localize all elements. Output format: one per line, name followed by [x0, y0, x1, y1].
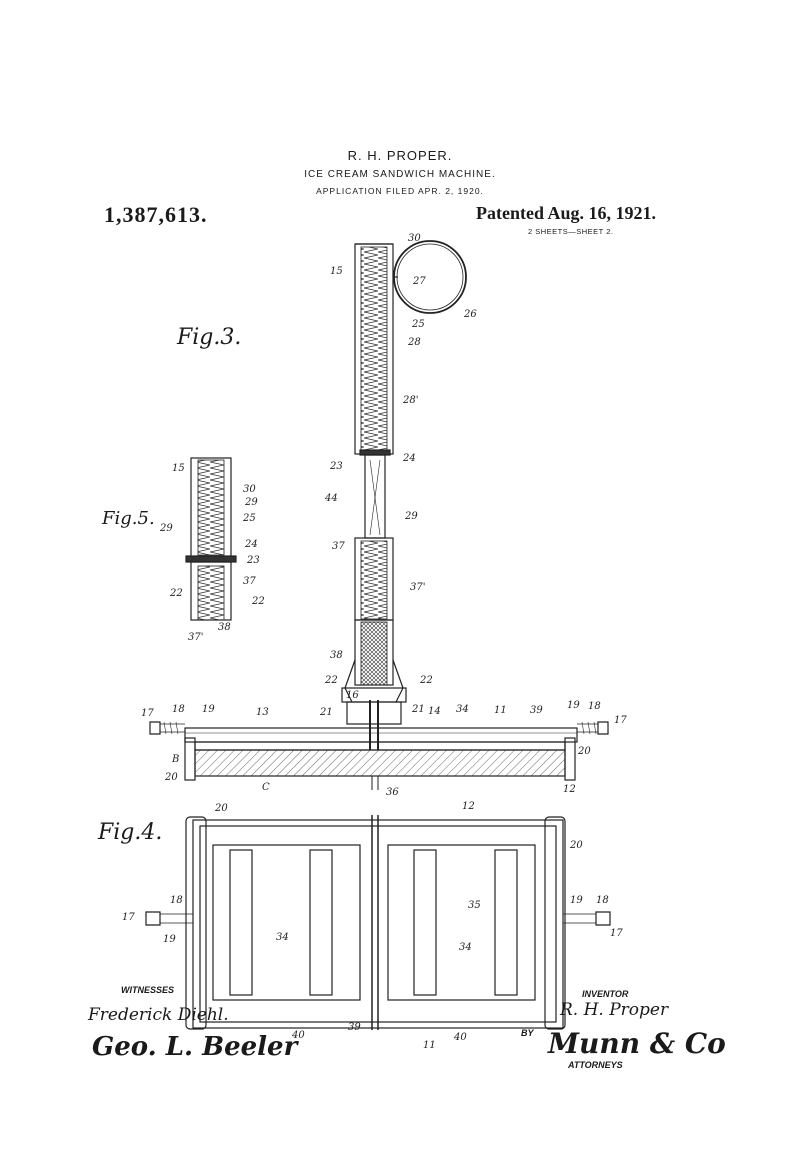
witnesses-label: WITNESSES — [121, 985, 175, 995]
patented-date: Patented Aug. 16, 1921. — [476, 203, 656, 223]
ref-fig3-19: 14 — [428, 706, 441, 717]
ref-fig3-10: 29 — [404, 511, 418, 522]
by-label: BY — [521, 1028, 534, 1038]
ref-fig4-10: 34 — [276, 932, 289, 943]
ref-fig3-2: 27 — [412, 276, 426, 287]
fig4-drawing — [145, 815, 611, 1030]
ref-fig5-9: 22 — [251, 596, 265, 607]
fig3-label: Fig.3. — [177, 325, 242, 350]
ref-fig4-3: 35 — [468, 900, 481, 911]
ref-fig4-14: 11 — [423, 1040, 436, 1051]
ref-fig4-6: 19 — [163, 934, 176, 945]
ref-fig3-1: 15 — [330, 266, 343, 277]
ref-fig3-18: 21 — [411, 704, 425, 715]
ref-fig5-10: 38 — [218, 622, 231, 633]
ref-fig3-25: 19 — [202, 704, 215, 715]
inventor-signature: R. H. Proper — [560, 1000, 669, 1020]
ref-fig3-0: 30 — [408, 233, 421, 244]
ref-fig3-30: 20 — [577, 746, 591, 757]
fig5-label: Fig.5. — [102, 508, 155, 529]
ref-fig4-12: 40 — [291, 1030, 305, 1041]
ref-fig4-2: 20 — [569, 840, 583, 851]
ref-fig4-9: 17 — [610, 928, 623, 939]
ref-fig4-8: 18 — [596, 895, 609, 906]
ref-fig3-3: 26 — [463, 309, 477, 320]
ref-fig3-13: 38 — [330, 650, 343, 661]
ref-fig3-20: 34 — [456, 704, 469, 715]
attorneys-label: ATTORNEYS — [568, 1060, 623, 1070]
reference-numerals: 30 15 27 26 25 28 28' 23 24 44 29 37 37'… — [122, 233, 627, 1051]
ref-fig3-4: 25 — [411, 319, 425, 330]
ref-fig5-2: 29 — [244, 497, 258, 508]
ref-fig3-22: 39 — [530, 705, 543, 716]
inventor-name: R. H. PROPER. — [347, 148, 453, 163]
ref-fig4-7: 19 — [570, 895, 583, 906]
ref-fig4-13: 39 — [348, 1022, 361, 1033]
ref-fig3-15: 22 — [419, 675, 433, 686]
inventor-label: INVENTOR — [582, 989, 629, 999]
ref-fig3-16: 16 — [346, 690, 359, 701]
ref-fig3-26: 13 — [256, 707, 269, 718]
sheet-count: 2 SHEETS—SHEET 2. — [528, 227, 614, 236]
ref-fig5-0: 15 — [172, 463, 185, 474]
ref-fig4-15: 40 — [453, 1032, 467, 1043]
ref-fig3-17: 21 — [319, 707, 333, 718]
ref-fig5-7: 37 — [243, 576, 256, 587]
ref-fig3-11: 37 — [332, 541, 345, 552]
ref-fig5-8: 22 — [169, 588, 183, 599]
ref-fig5-4: 29 — [159, 523, 173, 534]
ref-fig3-33: C — [262, 782, 270, 793]
ref-fig5-1: 30 — [243, 484, 256, 495]
ref-fig3-14: 22 — [324, 675, 338, 686]
ref-fig5-3: 25 — [242, 513, 256, 524]
ref-fig5-11: 37' — [188, 632, 203, 643]
ref-fig3-34: 12 — [563, 784, 576, 795]
witness-2-signature: Geo. L. Beeler — [92, 1032, 298, 1062]
ref-fig4-11: 34 — [459, 942, 472, 953]
witness-1-signature: Frederick Diehl. — [88, 1005, 229, 1025]
ref-fig3-9: 44 — [324, 493, 338, 504]
ref-fig3-23: 17 — [141, 708, 154, 719]
ref-fig3-28: 18 — [588, 701, 601, 712]
fig5-drawing — [185, 457, 237, 621]
patent-number: 1,387,613. — [104, 202, 208, 227]
ref-fig5-5: 24 — [244, 539, 258, 550]
ref-fig3-27: 19 — [567, 700, 580, 711]
ref-fig3-24: 18 — [172, 704, 185, 715]
ref-fig3-5: 28 — [407, 337, 421, 348]
attorney-signature: Munn & Co — [548, 1027, 726, 1060]
ref-fig3-8: 24 — [402, 453, 416, 464]
ref-fig4-4: 18 — [170, 895, 183, 906]
ref-fig3-6: 28' — [402, 395, 418, 406]
fig3-drawing — [149, 240, 609, 790]
ref-fig3-29: 17 — [614, 715, 627, 726]
ref-fig3-12: 37' — [410, 582, 425, 593]
patent-title: ICE CREAM SANDWICH MACHINE. — [304, 169, 496, 180]
ref-fig3-31: B — [171, 754, 179, 765]
fig4-label: Fig.4. — [98, 820, 163, 845]
ref-fig3-32: 20 — [164, 772, 178, 783]
application-filed: APPLICATION FILED APR. 2, 1920. — [316, 186, 484, 196]
ref-fig3-21: 11 — [494, 705, 507, 716]
ref-fig4-1: 12 — [462, 801, 475, 812]
ref-fig4-5: 17 — [122, 912, 135, 923]
ref-fig3-7: 23 — [329, 461, 343, 472]
ref-fig4-0: 20 — [214, 803, 228, 814]
ref-fig3-35: 36 — [386, 787, 399, 798]
ref-fig5-6: 23 — [246, 555, 260, 566]
